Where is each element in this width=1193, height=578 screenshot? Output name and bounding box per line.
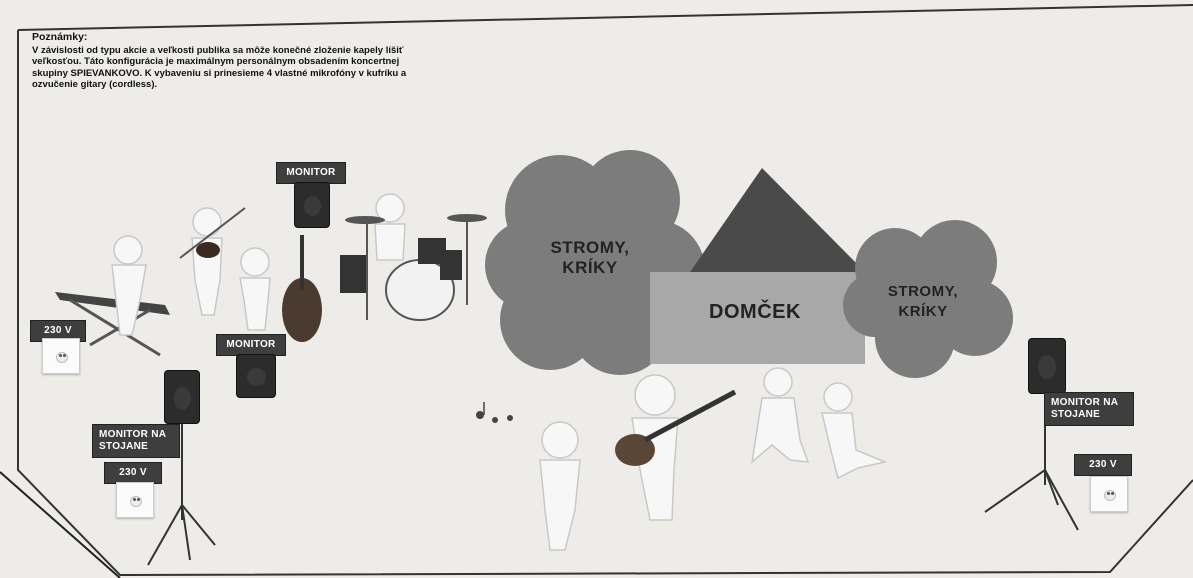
figure-violinist	[191, 207, 223, 316]
notes-line: V závislosti od typu akcie a veľkosti pu…	[32, 44, 404, 56]
power-socket-left-top	[42, 338, 80, 374]
monitor-stand-label-line: STOJANE	[99, 441, 149, 452]
double-bass	[282, 235, 322, 342]
monitor-speaker-stand-left	[164, 370, 200, 424]
cloud-trees-right	[843, 220, 1013, 378]
notes-line: skupiny SPIEVANKOVO. K vybaveniu si prin…	[32, 67, 407, 79]
power-label-right: 230 V	[1074, 454, 1132, 476]
house	[650, 168, 868, 364]
monitor-stand-label-line: MONITOR NA	[1051, 397, 1119, 408]
monitor-stand-label-left: MONITOR NA STOJANE	[92, 424, 180, 458]
monitor-stand-label-line: MONITOR NA	[99, 429, 167, 440]
monitor-label-top: MONITOR	[276, 162, 346, 184]
figure-dancer-2	[821, 382, 888, 480]
figure-drummer	[374, 193, 406, 261]
figure-xylophonist	[111, 235, 147, 336]
monitor-speaker-stand-right	[1028, 338, 1066, 394]
monitor-speaker-top	[294, 182, 330, 228]
cloud-left-line: KRÍKY	[562, 258, 618, 277]
power-socket-left-bottom	[116, 482, 154, 518]
guitar	[615, 389, 737, 466]
monitor-stand-label-line: STOJANE	[1051, 409, 1101, 420]
notes-line: veľkosťou. Táto konfigurácia je maximáln…	[32, 56, 400, 67]
cloud-right-text: STROMY, KRÍKY	[868, 282, 978, 322]
cloud-left-text: STROMY, KRÍKY	[540, 238, 640, 278]
power-socket-right	[1090, 476, 1128, 512]
notes-line: ozvučenie gitary (cordless).	[32, 79, 158, 90]
figure-bassist	[239, 247, 271, 331]
monitor-speaker-middle	[236, 354, 276, 398]
monitor-label-middle: MONITOR	[216, 334, 286, 356]
notes-title: Poznámky:	[32, 31, 88, 43]
cloud-left-line: STROMY,	[550, 238, 630, 257]
figure-dancer-1	[750, 367, 810, 464]
monitor-stand-label-right: MONITOR NA STOJANE	[1044, 392, 1134, 426]
house-text: DOMČEK	[709, 301, 801, 323]
drum-kit	[340, 214, 487, 321]
tripod-stand-left	[147, 422, 216, 566]
cloud-right-line: STROMY,	[887, 283, 959, 300]
cloud-trees-left	[485, 150, 705, 375]
figure-singer	[539, 421, 581, 551]
cloud-right-line: KRÍKY	[898, 303, 948, 320]
music-notes	[476, 402, 513, 423]
power-label-left-bottom: 230 V	[104, 462, 162, 484]
violin	[179, 207, 246, 259]
notes-block: Poznámky: V závislosti od typu akcie a v…	[32, 31, 532, 91]
